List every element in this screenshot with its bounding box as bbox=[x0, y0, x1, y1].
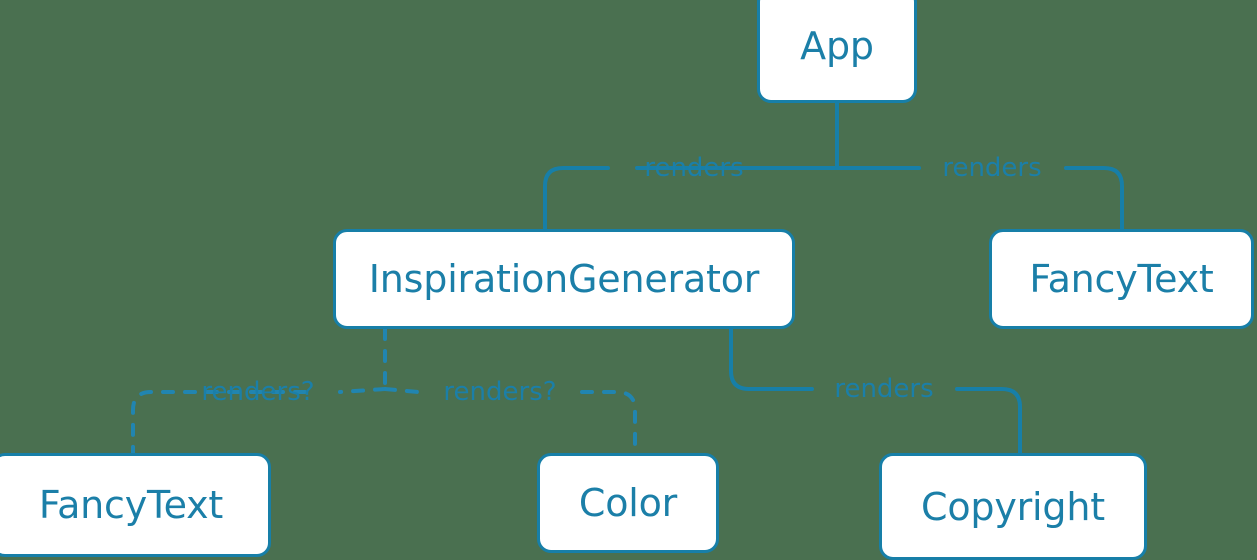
edge-label-app-fancytext: renders bbox=[942, 153, 1042, 183]
edge-label-inspiration-fancytext: renders? bbox=[201, 377, 315, 407]
edge-app-inspiration bbox=[543, 166, 839, 231]
edge-inspiration-copyright bbox=[729, 327, 1022, 455]
edge-app-fancytext bbox=[835, 166, 1124, 231]
node-color[interactable]: Color bbox=[537, 453, 719, 553]
node-inspiration-generator[interactable]: InspirationGenerator bbox=[333, 229, 795, 329]
edge-label-app-inspiration: renders bbox=[644, 153, 744, 183]
edge-inspiration-fancytext bbox=[131, 387, 387, 455]
edge-inspiration-color bbox=[383, 387, 637, 455]
node-fancytext-right[interactable]: FancyText bbox=[989, 229, 1254, 329]
edge-label-inspiration-color: renders? bbox=[443, 377, 557, 407]
node-fancytext-left[interactable]: FancyText bbox=[0, 453, 271, 557]
node-copyright[interactable]: Copyright bbox=[879, 453, 1147, 560]
edge-label-inspiration-copyright: renders bbox=[834, 374, 934, 404]
node-app[interactable]: App bbox=[757, 0, 917, 103]
